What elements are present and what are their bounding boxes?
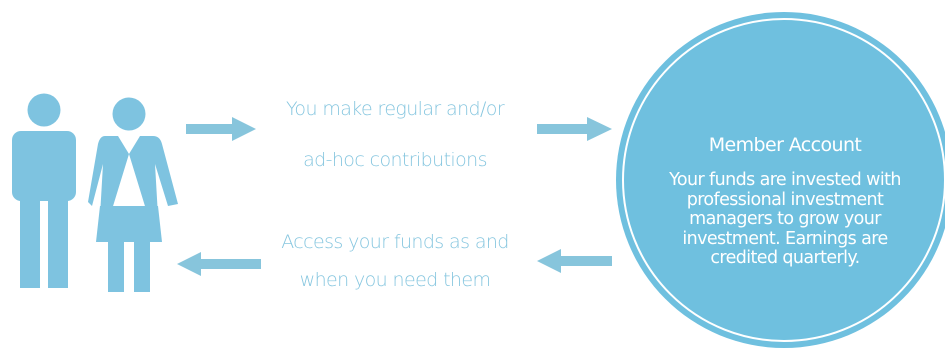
man-figure-icon [8,90,80,290]
contribution-text-line1: You make regular and/or [285,98,505,120]
member-account-description: Your funds are invested with professiona… [669,170,901,268]
woman-figure-icon [88,94,180,294]
contribution-text-line2: ad-hoc contributions [303,149,487,171]
access-text-line2: when you need them [299,269,491,291]
arrow-right-icon [186,117,256,141]
member-account-title: Member Account [708,134,862,156]
access-text-line1: Access your funds as and [281,231,509,253]
arrow-left-icon [177,252,261,276]
access-text: Access your funds as and when you need t… [270,233,520,303]
member-account-circle [612,0,945,356]
contribution-text: You make regular and/or ad-hoc contribut… [270,100,520,190]
arrow-right-icon [537,117,612,141]
arrow-left-icon [537,249,612,273]
